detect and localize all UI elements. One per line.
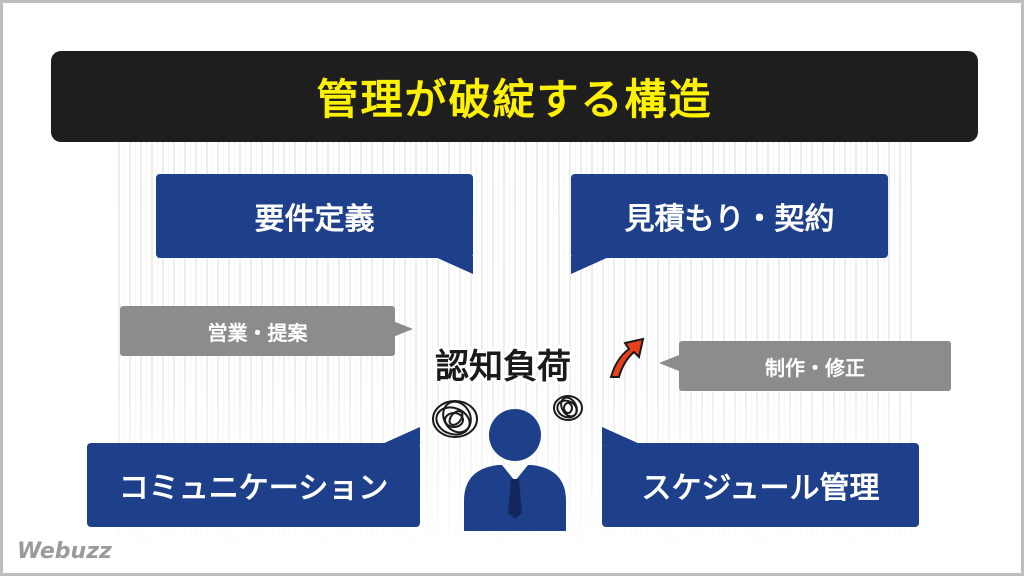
page-title: 管理が破綻する構造 [316, 75, 713, 124]
title-bar: 管理が破綻する構造 [51, 51, 978, 142]
box-requirements-label: 要件定義 [254, 202, 375, 237]
box-schedule-tail [602, 427, 642, 445]
box-communication-tail [380, 427, 420, 445]
label-sales-text: 営業・提案 [207, 320, 308, 345]
person-icon [464, 409, 566, 531]
box-estimate-contract-tail [571, 256, 611, 274]
cognitive-load-label: 認知負荷 [435, 347, 571, 387]
scribble-right-icon [553, 395, 583, 421]
box-estimate-contract: 見積もり・契約 [571, 174, 888, 258]
box-communication-label: コミュニケーション [118, 471, 389, 506]
label-sales-tail [393, 321, 413, 337]
label-production-text: 制作・修正 [765, 355, 865, 380]
box-communication: コミュニケーション [87, 443, 420, 527]
label-production-tail [659, 355, 679, 371]
label-production: 制作・修正 [679, 341, 951, 391]
box-estimate-contract-label: 見積もり・契約 [624, 202, 835, 237]
scribble-left-icon [432, 400, 478, 438]
box-requirements: 要件定義 [156, 174, 473, 258]
rising-arrow-icon [609, 337, 645, 378]
box-schedule-label: スケジュール管理 [641, 471, 880, 506]
label-sales: 営業・提案 [120, 306, 395, 356]
box-schedule: スケジュール管理 [602, 443, 919, 527]
box-requirements-tail [433, 256, 473, 274]
brand-logo: Webuzz [17, 539, 112, 564]
